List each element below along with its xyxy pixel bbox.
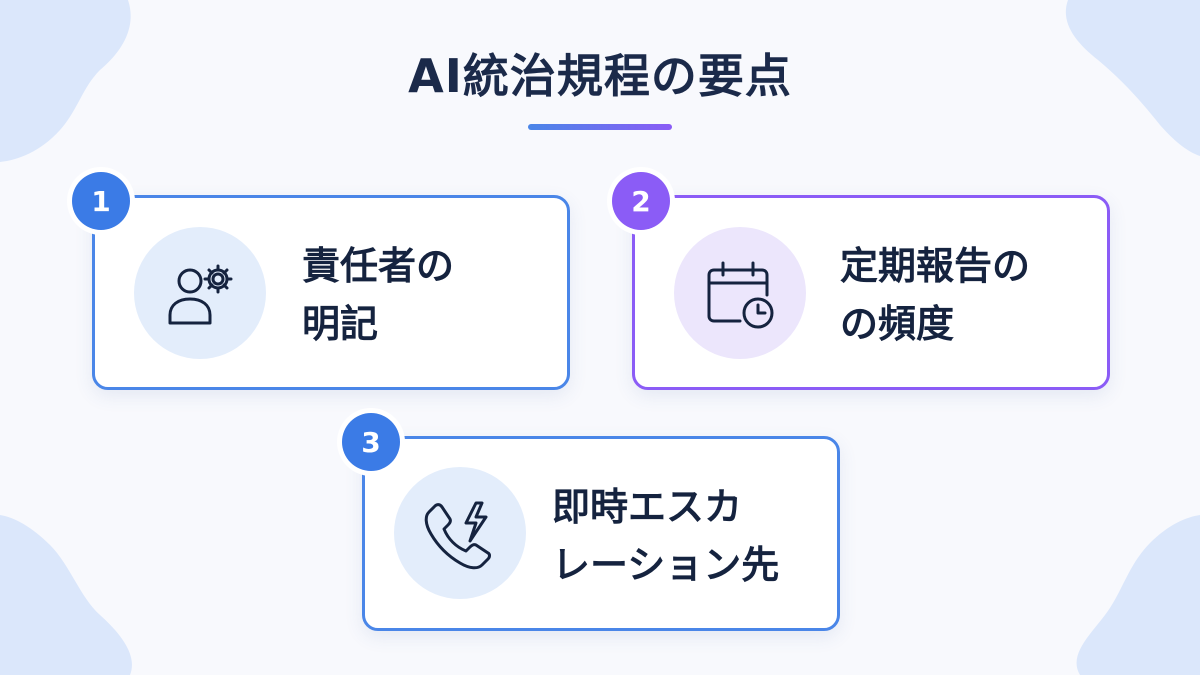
card-icon-circle bbox=[394, 467, 526, 599]
card-label: 即時エスカ レーション先 bbox=[552, 478, 779, 594]
corner-blob-top-right bbox=[1065, 0, 1200, 156]
card-label-line1: 責任者の bbox=[302, 244, 455, 288]
card-icon-circle bbox=[134, 227, 266, 359]
calendar-clock-icon bbox=[707, 261, 774, 329]
corner-blob-top-left bbox=[0, 0, 131, 162]
card-icon-circle bbox=[674, 227, 806, 359]
corner-blob-bottom-left bbox=[0, 515, 132, 675]
card-number-badge: 1 bbox=[72, 172, 130, 230]
user-gear-icon bbox=[168, 264, 233, 325]
card-label: 定期報告の の頻度 bbox=[840, 237, 1030, 353]
card-number-badge: 3 bbox=[342, 413, 400, 471]
corner-blob-bottom-right bbox=[1076, 515, 1200, 675]
card-label-line1: 定期報告の bbox=[840, 244, 1031, 288]
card-label: 責任者の 明記 bbox=[302, 237, 454, 353]
title-underline bbox=[528, 124, 672, 130]
phone-alert-icon bbox=[424, 501, 491, 570]
card-number-badge: 2 bbox=[612, 172, 670, 230]
card-label-line2: レーション先 bbox=[552, 543, 780, 587]
card-label-line1: 即時エスカ bbox=[552, 485, 743, 529]
card-label-line2: 明記 bbox=[302, 302, 379, 346]
page-title: AI統治規程の要点 bbox=[408, 49, 792, 103]
card-label-line2: の頻度 bbox=[840, 302, 955, 346]
